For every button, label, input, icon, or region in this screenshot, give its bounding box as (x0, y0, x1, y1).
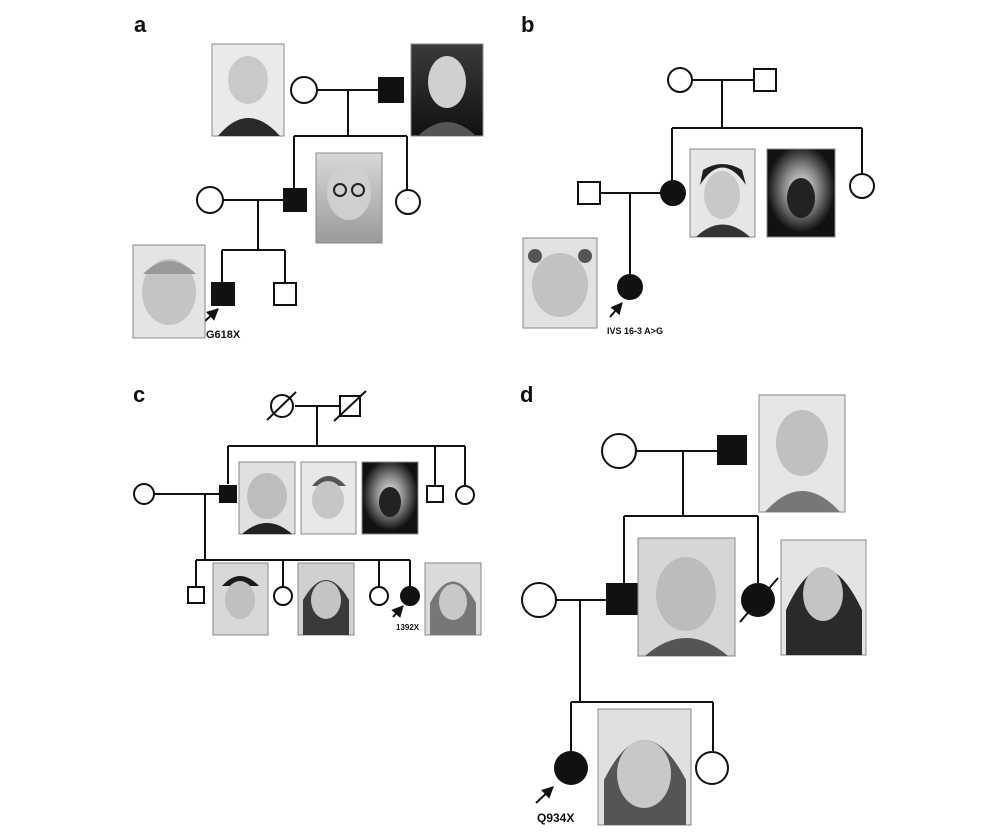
proband-arrow (393, 606, 403, 617)
photo-grandmother (212, 44, 284, 136)
photo-father-child (301, 462, 356, 534)
panel-b-label: b (521, 12, 534, 37)
mutation-label: Q934X (537, 811, 574, 825)
female-affected-proband (618, 275, 642, 299)
photo-son (213, 563, 268, 635)
female-unaffected (197, 187, 223, 213)
photo-aunt (781, 540, 866, 655)
female-unaffected (668, 68, 692, 92)
proband-arrow (536, 787, 553, 803)
mutation-label: IVS 16-3 A>G (607, 326, 663, 336)
panel-c: c 1392X (133, 382, 481, 635)
panel-a-label: a (134, 12, 147, 37)
male-affected-proband (212, 283, 234, 305)
male-affected (379, 78, 403, 102)
mutation-label: 1392X (396, 623, 420, 632)
panel-d-label: d (520, 382, 533, 407)
female-affected (661, 181, 685, 205)
panel-b: b IVS 16-3 A>G (521, 12, 874, 336)
female-unaffected (396, 190, 420, 214)
female-unaffected (456, 486, 474, 504)
female-affected-proband (555, 752, 587, 784)
female-unaffected (370, 587, 388, 605)
photo-father (638, 538, 735, 656)
photo-father (239, 462, 295, 534)
female-unaffected (696, 752, 728, 784)
proband-arrow (610, 303, 622, 317)
female-unaffected (850, 174, 874, 198)
female-unaffected (274, 587, 292, 605)
female-unaffected (134, 484, 154, 504)
female-unaffected (522, 583, 556, 617)
photo-grandfather (411, 44, 483, 136)
female-unaffected (602, 434, 636, 468)
photo-grandfather (759, 395, 845, 512)
male-unaffected (754, 69, 776, 91)
female-unaffected (291, 77, 317, 103)
panel-d: d Q934X (520, 382, 866, 825)
photo-proband (133, 245, 205, 338)
male-unaffected (188, 587, 204, 603)
photo-xray (767, 149, 835, 237)
photo-proband (523, 238, 597, 328)
panel-c-label: c (133, 382, 145, 407)
panel-a: a G618X (133, 12, 483, 341)
male-affected (284, 189, 306, 211)
photo-proband (598, 709, 691, 825)
male-unaffected (427, 486, 443, 502)
female-affected-proband (401, 587, 419, 605)
photo-mother (690, 149, 755, 237)
photo-proband (425, 563, 481, 635)
male-affected (718, 436, 746, 464)
male-affected (607, 584, 637, 614)
male-affected (220, 486, 236, 502)
photo-father (316, 153, 382, 243)
male-unaffected (578, 182, 600, 204)
photo-daughter (298, 563, 354, 635)
male-unaffected (274, 283, 296, 305)
proband-arrow (204, 309, 218, 322)
photo-xray (362, 462, 418, 534)
mutation-label: G618X (206, 329, 241, 341)
